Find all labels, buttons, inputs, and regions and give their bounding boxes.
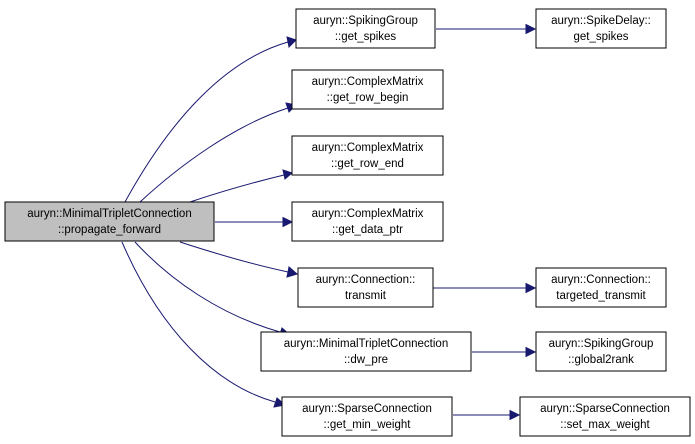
node-sg-global2rank[interactable]: auryn::SpikingGroup ::global2rank: [535, 331, 667, 372]
node-label-line1: auryn::ComplexMatrix: [312, 142, 424, 154]
edge-root-to-cm-row-begin: [139, 102, 298, 203]
node-box: [4, 201, 215, 242]
node-box: [535, 8, 667, 49]
node-box: [291, 69, 444, 110]
edge-sg-get-spikes-to-sd-get-spikes: [436, 23, 537, 35]
edge-root-to-sc-min-weight: [121, 241, 287, 408]
node-label-line2: ::propagate_forward: [58, 224, 161, 236]
edge-conn-transmit-to-conn-targeted: [433, 282, 537, 294]
node-box: [519, 396, 691, 437]
node-label-line1: auryn::Connection::: [316, 274, 416, 286]
edge-sc-min-weight-to-sc-max-weight: [453, 409, 521, 421]
node-conn-targeted-transmit[interactable]: auryn::Connection:: targeted_transmit: [535, 267, 667, 308]
edge-root-to-conn-transmit: [179, 241, 299, 278]
edge-mtc-dw-pre-to-sg-global2rank: [472, 346, 537, 358]
node-label-line2: ::get_min_weight: [324, 419, 412, 431]
node-box: [291, 135, 444, 176]
node-label-line2: ::get_spikes: [335, 31, 397, 43]
node-label-line1: auryn::Connection::: [551, 274, 651, 286]
node-box: [535, 331, 667, 372]
node-label-line1: auryn::ComplexMatrix: [312, 208, 424, 220]
node-label-line2: ::dw_pre: [344, 354, 388, 366]
node-label-line1: auryn::MinimalTripletConnection: [284, 338, 448, 350]
node-box: [260, 331, 472, 372]
node-label-line1: auryn::ComplexMatrix: [312, 76, 424, 88]
edge-root-to-cm-data-ptr: [215, 216, 294, 228]
node-box: [281, 396, 453, 437]
node-label-line1: auryn::MinimalTripletConnection: [27, 208, 191, 220]
node-label-line1: auryn::SparseConnection: [302, 403, 432, 415]
node-sd-get-spikes[interactable]: auryn::SpikeDelay:: get_spikes: [535, 8, 667, 49]
node-sc-set-max-weight[interactable]: auryn::SparseConnection ::set_max_weight: [519, 396, 691, 437]
node-label-line2: ::set_max_weight: [560, 419, 650, 431]
node-mtc-dw-pre[interactable]: auryn::MinimalTripletConnection ::dw_pre: [260, 331, 472, 372]
node-box: [291, 201, 444, 242]
node-label-line2: ::get_data_ptr: [332, 224, 403, 236]
node-label-line2: get_spikes: [574, 31, 629, 43]
node-label-line2: ::get_row_begin: [327, 92, 409, 104]
edge-root-to-mtc-dw-pre: [134, 241, 292, 338]
node-cm-row-begin[interactable]: auryn::ComplexMatrix ::get_row_begin: [291, 69, 444, 110]
node-label-line2: ::global2rank: [568, 354, 634, 366]
node-label-line1: auryn::SpikingGroup: [549, 338, 654, 350]
node-label-line2: targeted_transmit: [556, 290, 646, 302]
node-cm-data-ptr[interactable]: auryn::ComplexMatrix ::get_data_ptr: [291, 201, 444, 242]
node-label-line1: auryn::SpikeDelay::: [551, 15, 651, 27]
node-sg-get-spikes[interactable]: auryn::SpikingGroup ::get_spikes: [295, 8, 436, 49]
edge-root-to-sg-get-spikes: [124, 36, 297, 203]
node-box: [297, 267, 434, 308]
node-label-line1: auryn::SparseConnection: [540, 403, 670, 415]
node-root-propagate-forward[interactable]: auryn::MinimalTripletConnection ::propag…: [4, 201, 215, 242]
edge-root-to-cm-row-end: [189, 169, 293, 203]
node-box: [295, 8, 436, 49]
node-label-line2: transmit: [345, 290, 387, 302]
node-cm-row-end[interactable]: auryn::ComplexMatrix ::get_row_end: [291, 135, 444, 176]
node-sc-get-min-weight[interactable]: auryn::SparseConnection ::get_min_weight: [281, 396, 453, 437]
node-box: [535, 267, 667, 308]
node-label-line1: auryn::SpikingGroup: [313, 15, 418, 27]
node-conn-transmit[interactable]: auryn::Connection:: transmit: [297, 267, 434, 308]
node-label-line2: ::get_row_end: [331, 158, 404, 170]
call-nodes: auryn::MinimalTripletConnection ::propag…: [4, 8, 691, 437]
